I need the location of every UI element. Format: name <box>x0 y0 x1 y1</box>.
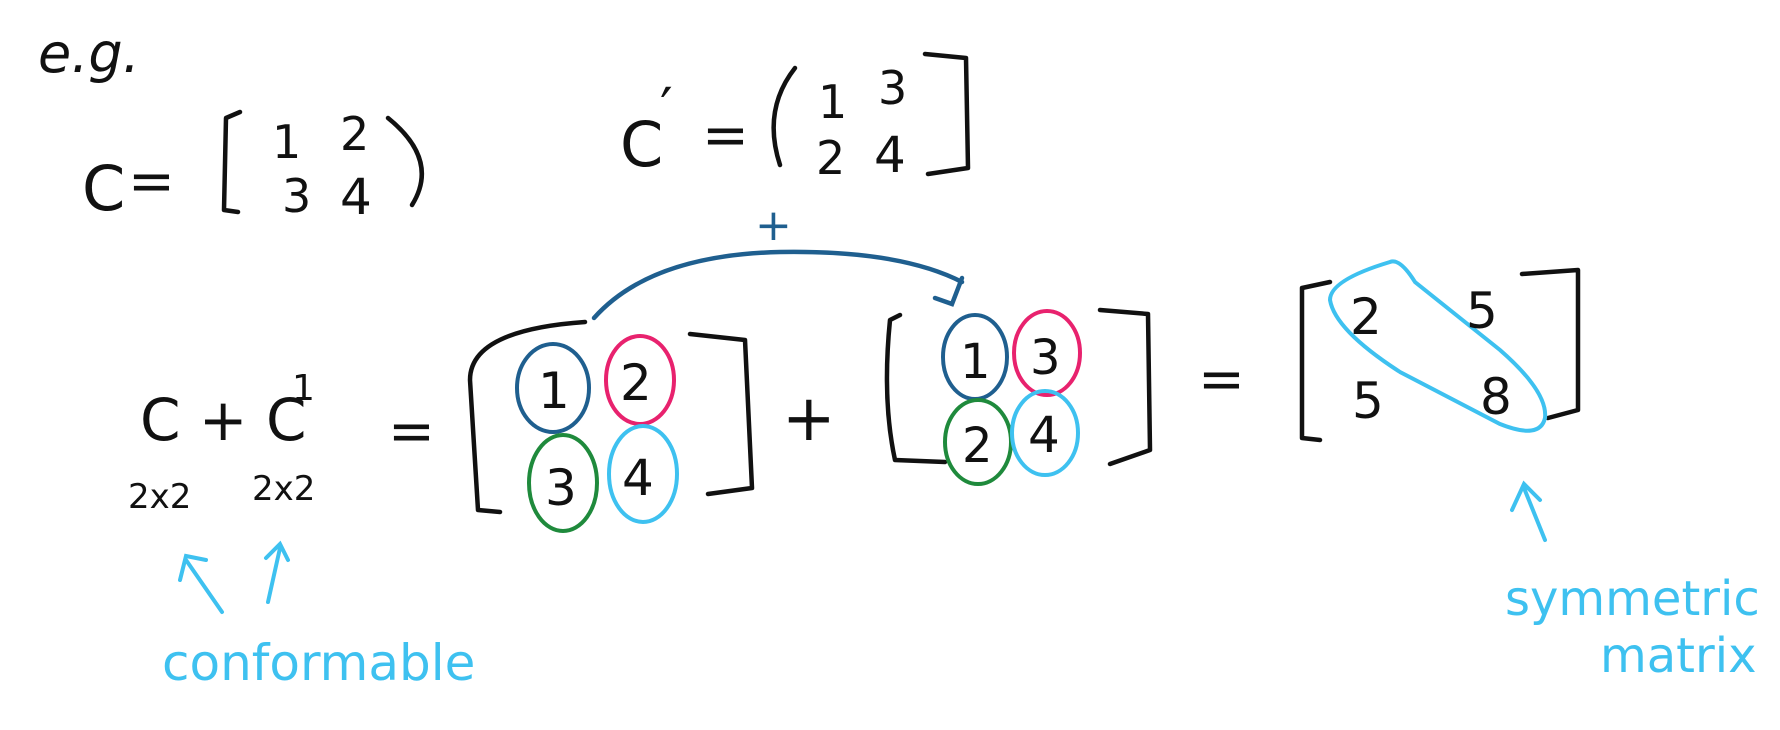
symmetric-arrow <box>1510 480 1547 542</box>
m2-left-bracket <box>884 312 948 465</box>
result-cell-12: 5 <box>1466 282 1498 340</box>
sum-expression: C + C <box>140 386 306 454</box>
plus-sign: + <box>782 382 836 456</box>
circle-cell-2 <box>604 334 676 426</box>
matrix-c-prime-name: C <box>620 108 663 181</box>
example-label: e.g. <box>38 22 140 85</box>
matrix-c-left-bracket <box>221 109 243 215</box>
sum-equals: = <box>388 399 435 464</box>
symmetric-note-line2: matrix <box>1600 628 1756 684</box>
m2-cell-22: 4 <box>1028 406 1060 464</box>
result-cell-11: 2 <box>1350 288 1382 346</box>
m1-right-bracket <box>687 331 755 497</box>
circle-cell-1 <box>515 342 591 434</box>
matrix-c-cell-22: 4 <box>340 168 372 226</box>
dim-left: 2x2 <box>128 477 191 517</box>
conformable-note: conformable <box>162 634 475 692</box>
m1-cell-21: 3 <box>545 459 577 517</box>
result-equals: = <box>1198 347 1245 412</box>
matrix-c-cell-12: 2 <box>340 107 369 161</box>
symmetric-note-line1: symmetric <box>1505 571 1760 627</box>
m2-right-bracket <box>1097 307 1153 467</box>
arrow-plus-label: + <box>755 200 792 251</box>
circle-cell-4 <box>607 424 679 524</box>
dim-right: 2x2 <box>252 469 315 509</box>
sum-prime-mark: 1 <box>292 368 315 409</box>
matrix-c-prime-left-bracket <box>771 65 798 168</box>
matrix-c-prime-cell-12: 3 <box>878 61 907 115</box>
matrix-c-cell-21: 3 <box>282 169 311 223</box>
circle-cell-3 <box>527 433 599 533</box>
m1-cell-11: 1 <box>538 362 570 420</box>
circle2-cell-4 <box>1010 389 1080 477</box>
matrix-c-right-bracket <box>385 115 425 208</box>
matrix-c-prime-equals: = <box>702 103 749 168</box>
diagonal-highlight <box>1327 259 1548 433</box>
matrix-c-name: C <box>82 152 125 225</box>
matrix-c-prime-right-bracket <box>922 51 971 177</box>
m1-left-bracket <box>467 319 588 515</box>
matrix-c-prime-mark: ′ <box>660 77 673 142</box>
matrix-c-cell-11: 1 <box>272 115 301 169</box>
m1-cell-22: 4 <box>622 449 654 507</box>
conformable-arrow-right <box>264 540 290 604</box>
m2-cell-11: 1 <box>960 334 991 390</box>
circle2-cell-2 <box>1012 309 1082 397</box>
m2-cell-21: 2 <box>962 418 993 474</box>
matrix-c-equals: = <box>128 149 175 214</box>
m1-cell-12: 2 <box>620 354 652 412</box>
transpose-arrowhead <box>932 275 965 307</box>
result-cell-22: 8 <box>1480 368 1512 426</box>
matrix-c-prime-cell-21: 2 <box>816 131 845 185</box>
m2-cell-12: 3 <box>1030 330 1061 386</box>
result-left-bracket <box>1299 279 1333 443</box>
conformable-arrow-left <box>178 553 224 614</box>
result-right-bracket <box>1519 267 1581 421</box>
matrix-c-prime-cell-11: 1 <box>818 75 847 129</box>
matrix-c-prime-cell-22: 4 <box>874 126 906 184</box>
result-cell-21: 5 <box>1352 372 1384 430</box>
transpose-arrow <box>591 249 965 321</box>
